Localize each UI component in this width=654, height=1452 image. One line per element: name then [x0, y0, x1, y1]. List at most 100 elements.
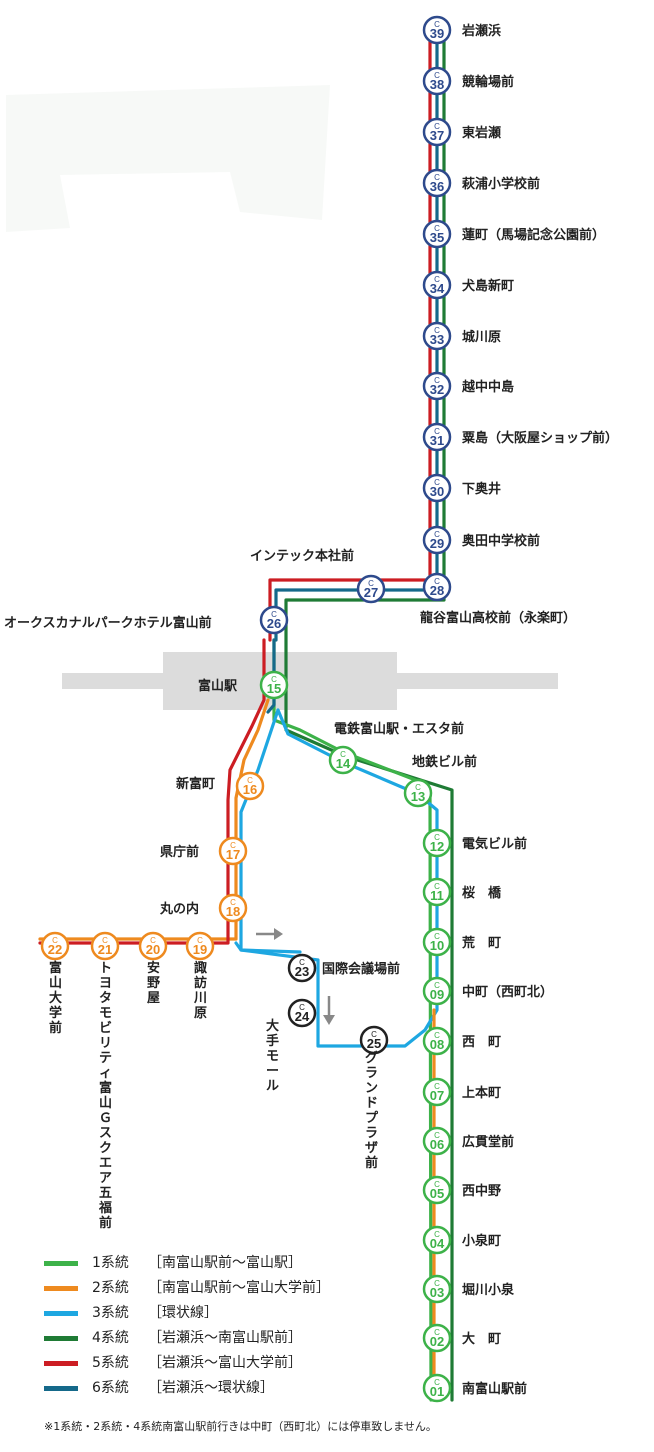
- station-ring: [259, 670, 289, 700]
- legend-item-line3: 3系統 ［環状線］: [44, 1302, 464, 1327]
- station-marker-20[interactable]: C20: [138, 931, 168, 961]
- station-prefix: C: [434, 1082, 440, 1091]
- station-code: 22: [48, 942, 62, 957]
- station-prefix: C: [415, 783, 421, 792]
- station-prefix: C: [52, 936, 58, 945]
- station-marker-27[interactable]: C27: [356, 574, 386, 604]
- station-marker-16[interactable]: C16: [235, 771, 265, 801]
- station-ring: [218, 836, 248, 866]
- legend-swatch: [44, 1336, 78, 1341]
- station-label-char: ラ: [365, 1066, 378, 1081]
- station-marker-11[interactable]: C11: [422, 877, 452, 907]
- station-marker-07[interactable]: C07: [422, 1077, 452, 1107]
- station-label-14: 電鉄富山駅・エスタ前: [334, 721, 464, 737]
- station-marker-24[interactable]: C24: [287, 998, 317, 1028]
- station-code: 07: [430, 1088, 444, 1103]
- station-marker-03[interactable]: C03: [422, 1274, 452, 1304]
- station-code: 01: [430, 1384, 444, 1399]
- station-marker-15[interactable]: C15: [259, 670, 289, 700]
- station-marker-38[interactable]: C38: [422, 66, 452, 96]
- station-ring: [422, 1026, 452, 1056]
- station-ring: [422, 1225, 452, 1255]
- station-code: 31: [430, 433, 444, 448]
- station-prefix: C: [299, 1003, 305, 1012]
- stations: C39C38C37C36C35C34C33C32C31C30C29C28C27C…: [40, 15, 452, 1403]
- station-label-39: 岩瀬浜: [461, 23, 501, 39]
- station-prefix: C: [434, 275, 440, 284]
- station-label-char: 野: [147, 976, 160, 991]
- station-label-char: 大: [266, 1018, 279, 1034]
- station-prefix: C: [371, 1030, 377, 1039]
- station-marker-33[interactable]: C33: [422, 321, 452, 351]
- station-label-char: ア: [99, 1171, 112, 1186]
- station-marker-08[interactable]: C08: [422, 1026, 452, 1056]
- station-marker-09[interactable]: C09: [422, 976, 452, 1006]
- station-marker-13[interactable]: C13: [403, 778, 433, 808]
- station-prefix: C: [271, 675, 277, 684]
- station-code: 28: [430, 583, 444, 598]
- station-ring: [328, 745, 358, 775]
- direction-arrow-down: [323, 996, 335, 1025]
- station-ring: [422, 371, 452, 401]
- station-marker-22[interactable]: C22: [40, 931, 70, 961]
- station-ring: [422, 168, 452, 198]
- station-prefix: C: [434, 173, 440, 182]
- station-ring: [422, 321, 452, 351]
- station-label-02: 大 町: [462, 1331, 501, 1347]
- station-marker-28[interactable]: C28: [422, 572, 452, 602]
- station-code: 34: [430, 281, 445, 296]
- station-marker-26[interactable]: C26: [259, 605, 289, 635]
- station-code: 19: [193, 942, 207, 957]
- station-label-38: 競輪場前: [462, 74, 514, 90]
- station-marker-34[interactable]: C34: [422, 270, 452, 300]
- station-ring: [422, 1175, 452, 1205]
- legend-route: ［環状線］: [148, 1305, 218, 1321]
- legend-route: ［岩瀬浜～南富山駅前］: [148, 1330, 302, 1346]
- station-label-18: 丸の内: [159, 901, 199, 917]
- station-marker-01[interactable]: C01: [422, 1373, 452, 1403]
- station-marker-12[interactable]: C12: [422, 828, 452, 858]
- station-prefix: C: [434, 326, 440, 335]
- station-marker-04[interactable]: C04: [422, 1225, 452, 1255]
- legend-swatch: [44, 1261, 78, 1266]
- legend: 1系統 ［南富山駅前～富山駅］ 2系統 ［南富山駅前～富山大学前］ 3系統 ［環…: [44, 1252, 464, 1402]
- station-marker-31[interactable]: C31: [422, 422, 452, 452]
- station-ring: [403, 778, 433, 808]
- station-marker-32[interactable]: C32: [422, 371, 452, 401]
- station-marker-06[interactable]: C06: [422, 1126, 452, 1156]
- station-marker-14[interactable]: C14: [328, 745, 358, 775]
- station-label-char: ヨ: [99, 976, 112, 991]
- station-marker-02[interactable]: C02: [422, 1323, 452, 1353]
- station-marker-18[interactable]: C18: [218, 893, 248, 923]
- station-code: 06: [430, 1137, 444, 1152]
- station-ring: [422, 877, 452, 907]
- station-marker-19[interactable]: C19: [185, 931, 215, 961]
- station-label-27: インテック本社前: [250, 548, 354, 564]
- station-code: 09: [430, 987, 444, 1002]
- station-marker-17[interactable]: C17: [218, 836, 248, 866]
- station-marker-39[interactable]: C39: [422, 15, 452, 45]
- station-ring: [359, 1025, 389, 1055]
- legend-route: ［南富山駅前～富山駅］: [148, 1255, 302, 1271]
- station-code: 08: [430, 1037, 444, 1052]
- station-marker-10[interactable]: C10: [422, 927, 452, 957]
- station-marker-25[interactable]: C25: [359, 1025, 389, 1055]
- station-marker-37[interactable]: C37: [422, 117, 452, 147]
- station-marker-21[interactable]: C21: [90, 931, 120, 961]
- station-label-16: 新富町: [176, 776, 215, 792]
- station-ring: [218, 893, 248, 923]
- station-marker-36[interactable]: C36: [422, 168, 452, 198]
- station-marker-35[interactable]: C35: [422, 219, 452, 249]
- station-label-char: テ: [99, 1051, 112, 1066]
- station-prefix: C: [434, 71, 440, 80]
- station-marker-23[interactable]: C23: [287, 953, 317, 983]
- station-label-23: 国際会議場前: [322, 961, 400, 977]
- station-prefix: C: [434, 1031, 440, 1040]
- station-marker-29[interactable]: C29: [422, 525, 452, 555]
- station-prefix: C: [230, 841, 236, 850]
- station-prefix: C: [434, 577, 440, 586]
- station-code: 05: [430, 1186, 444, 1201]
- station-marker-05[interactable]: C05: [422, 1175, 452, 1205]
- station-marker-30[interactable]: C30: [422, 473, 452, 503]
- station-ring: [185, 931, 215, 961]
